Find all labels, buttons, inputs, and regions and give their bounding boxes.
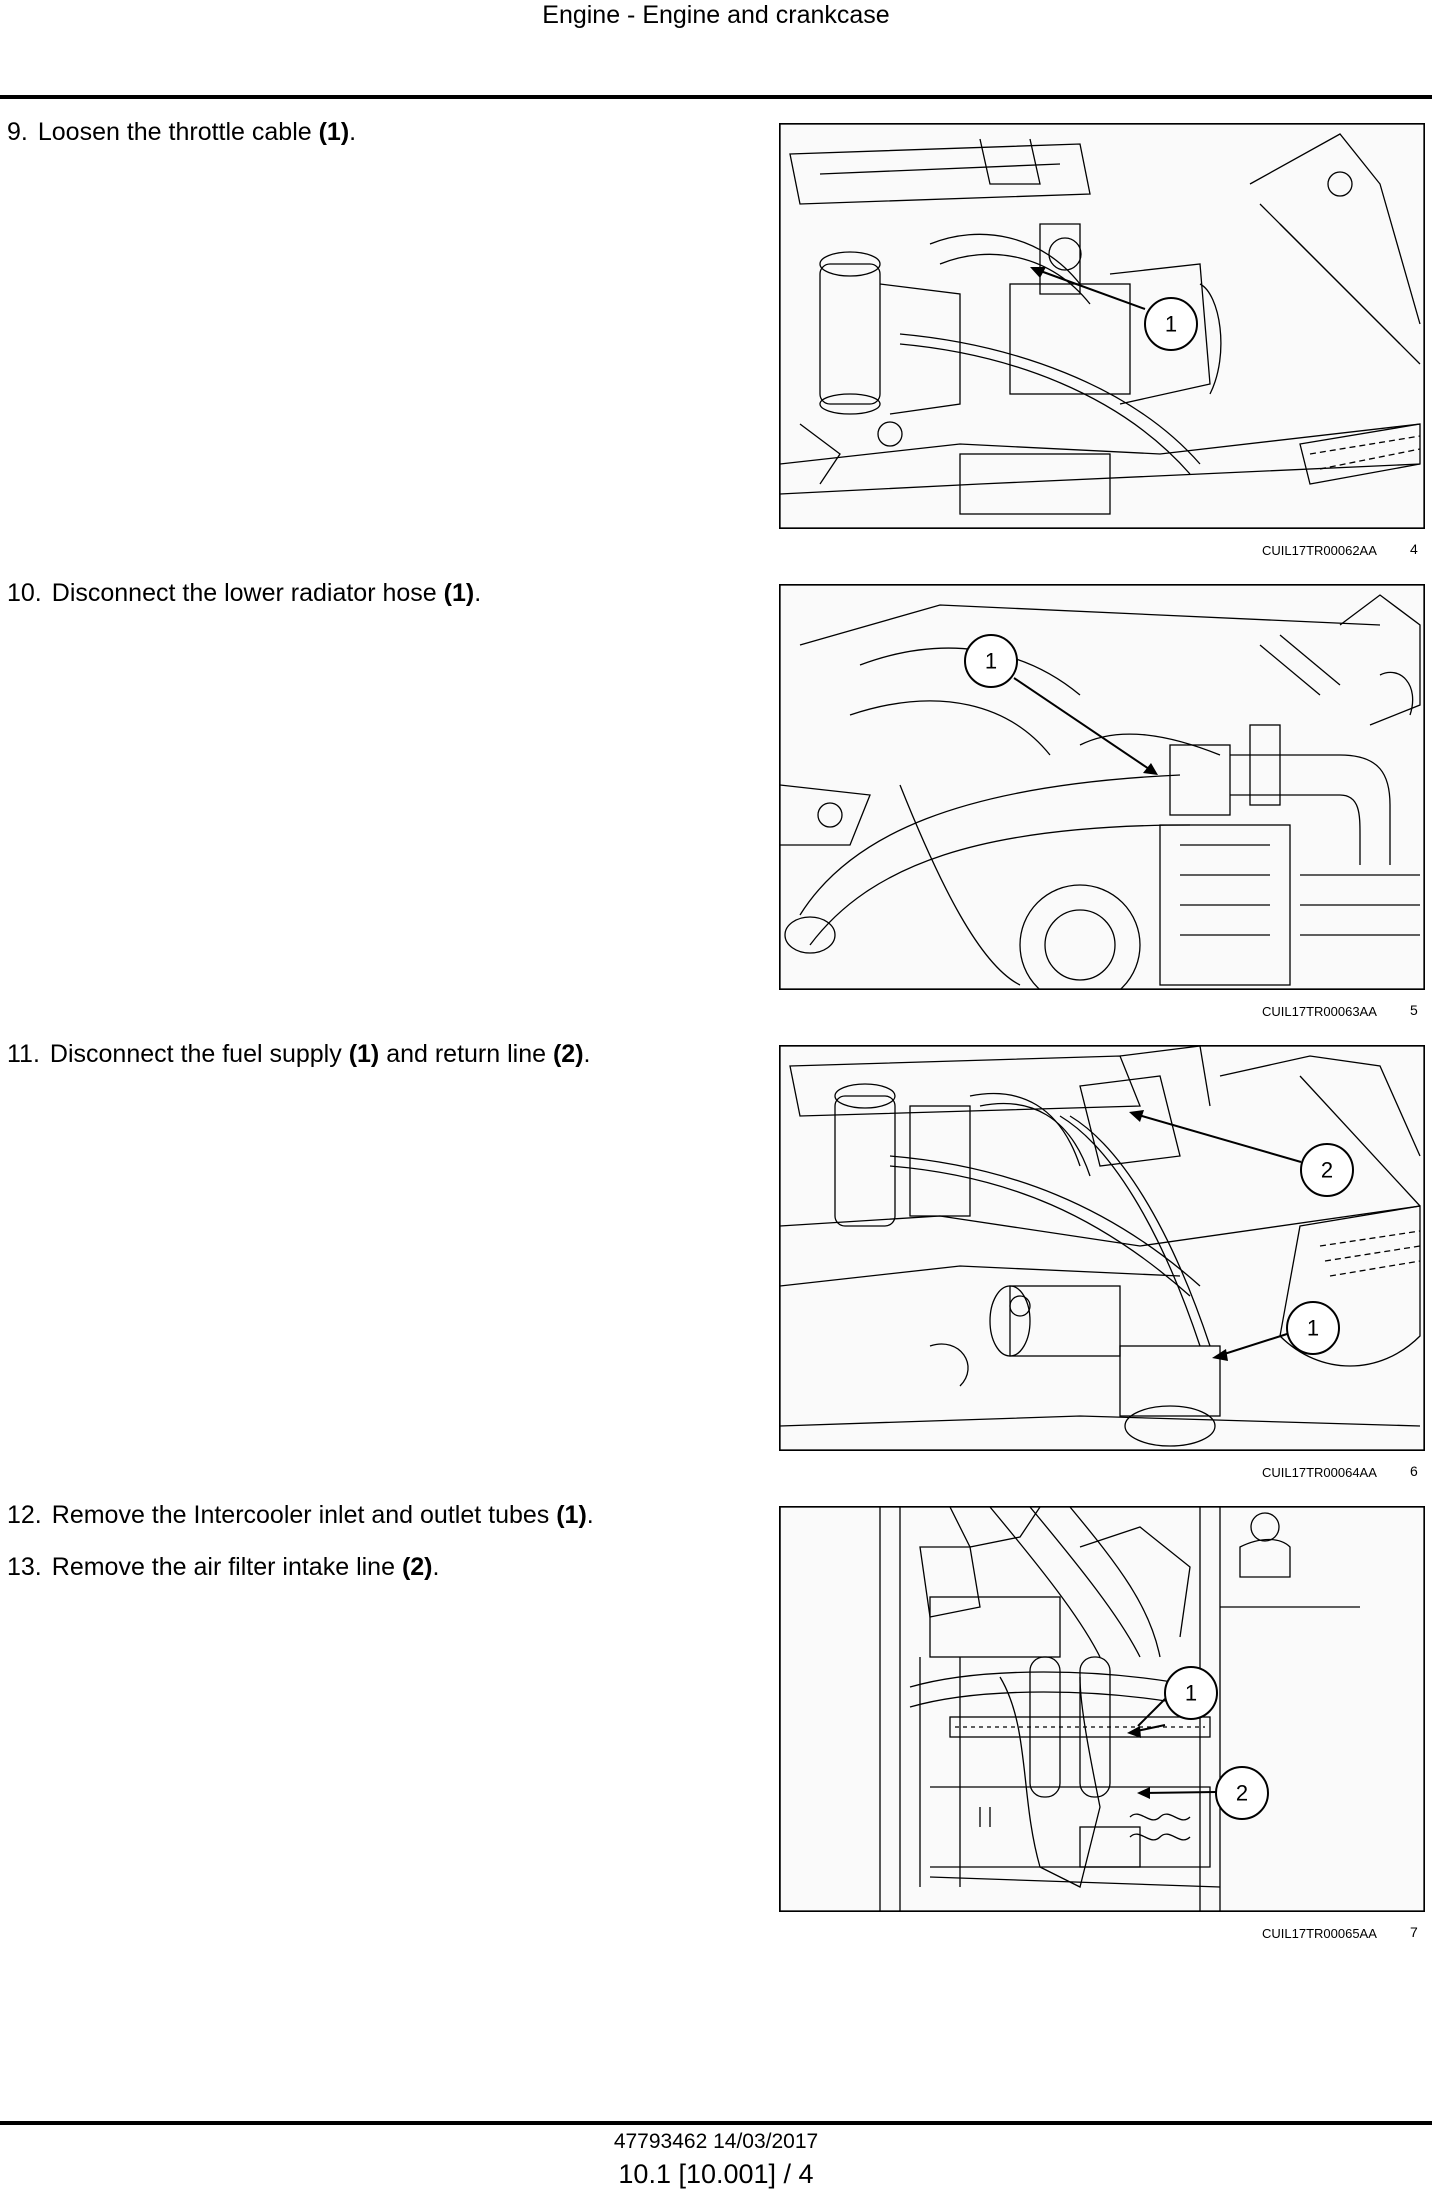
step-ref: (1) bbox=[348, 1040, 380, 1068]
page-header: Engine - Engine and crankcase bbox=[542, 1, 890, 29]
step-ref: (1) bbox=[443, 579, 475, 607]
figure-5-code: CUIL17TR00063AA bbox=[1262, 1004, 1377, 1019]
step-text: Disconnect the lower radiator hose bbox=[51, 579, 444, 607]
step-tail: . bbox=[432, 1553, 440, 1581]
figure-6-fuel-lines: 2 1 bbox=[779, 1045, 1425, 1451]
figure-6-callouts: 2 1 bbox=[1129, 1110, 1354, 1361]
figure-4-callout: 1 bbox=[1030, 267, 1198, 351]
callout-label: 2 bbox=[1236, 1781, 1248, 1806]
figure-4-code: CUIL17TR00062AA bbox=[1262, 543, 1377, 558]
step-text: Loosen the throttle cable bbox=[37, 118, 319, 146]
header-rule bbox=[0, 95, 1432, 99]
step-ref: (2) bbox=[401, 1553, 433, 1581]
step-tail: . bbox=[349, 118, 357, 146]
step-text: Remove the air filter intake line bbox=[51, 1553, 402, 1581]
step-11: 11. Disconnect the fuel supply (1) and re… bbox=[7, 1039, 590, 1069]
step-number: 12. bbox=[7, 1501, 42, 1529]
callout-label: 2 bbox=[1321, 1158, 1333, 1183]
step-number: 10. bbox=[7, 579, 42, 607]
step-ref: (1) bbox=[318, 118, 350, 146]
callout-label: 1 bbox=[1165, 312, 1177, 337]
step-ref-2: (2) bbox=[552, 1040, 584, 1068]
step-number: 13. bbox=[7, 1553, 42, 1581]
figure-7-code: CUIL17TR00065AA bbox=[1262, 1926, 1377, 1941]
step-tail: . bbox=[586, 1501, 594, 1529]
footer-doc-date: 47793462 14/03/2017 bbox=[613, 2130, 819, 2153]
step-9: 9. Loosen the throttle cable (1). bbox=[7, 117, 356, 147]
callout-label: 1 bbox=[985, 649, 997, 674]
step-number: 9. bbox=[7, 118, 28, 146]
step-tail: . bbox=[474, 579, 482, 607]
step-number: 11. bbox=[7, 1040, 40, 1068]
callout-label: 1 bbox=[1307, 1316, 1319, 1341]
footer-page-ref: 10.1 [10.001] / 4 bbox=[618, 2159, 814, 2189]
step-12: 12. Remove the Intercooler inlet and outl… bbox=[7, 1500, 594, 1530]
figure-6-code: CUIL17TR00064AA bbox=[1262, 1465, 1377, 1480]
figure-5-radiator-hose: 1 bbox=[779, 584, 1425, 990]
figure-4-number: 4 bbox=[1410, 541, 1418, 557]
figure-7-callouts: 1 2 bbox=[1127, 1666, 1269, 1820]
figure-7-intercooler-tubes: 1 2 bbox=[779, 1506, 1425, 1912]
figure-4-throttle-cable: 1 bbox=[779, 123, 1425, 529]
figure-6-number: 6 bbox=[1410, 1463, 1418, 1479]
figure-5-callout: 1 bbox=[964, 634, 1158, 775]
step-mid: and return line bbox=[379, 1040, 553, 1068]
footer-rule bbox=[0, 2121, 1432, 2125]
figure-5-number: 5 bbox=[1410, 1002, 1418, 1018]
callout-label: 1 bbox=[1185, 1681, 1197, 1706]
figure-7-number: 7 bbox=[1410, 1924, 1418, 1940]
step-tail: . bbox=[583, 1040, 591, 1068]
step-13: 13. Remove the air filter intake line (2)… bbox=[7, 1552, 439, 1582]
step-text: Remove the Intercooler inlet and outlet … bbox=[51, 1501, 557, 1529]
step-text: Disconnect the fuel supply bbox=[49, 1040, 349, 1068]
step-ref: (1) bbox=[556, 1501, 587, 1529]
step-10: 10. Disconnect the lower radiator hose (1… bbox=[7, 578, 481, 608]
